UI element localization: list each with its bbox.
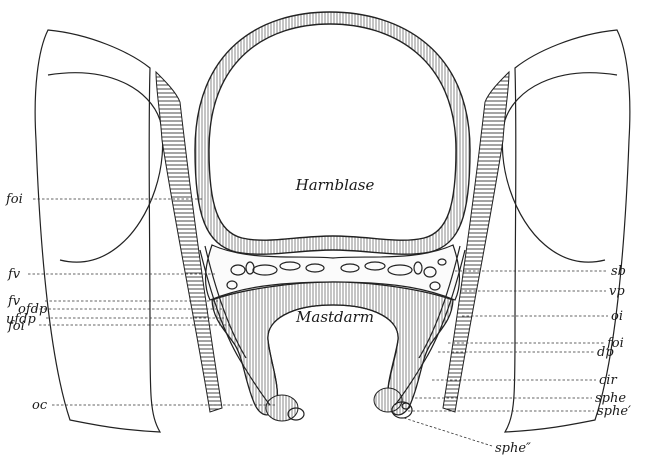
rectum [212, 282, 453, 415]
label-harnblase: Harnblase [295, 176, 375, 194]
label-sb: sb [611, 264, 626, 279]
label-dp: dp [597, 345, 614, 360]
label-oc: oc [32, 398, 48, 413]
label-foi-top: foi [5, 192, 23, 207]
left-sphincter [266, 395, 304, 421]
label-cir: cir [599, 373, 617, 388]
label-oi: oi [611, 309, 623, 324]
label-sphe-prime: sphe′ [597, 404, 631, 419]
label-vp: vp [609, 284, 625, 299]
bladder [195, 12, 470, 254]
label-mastdarm: Mastdarm [295, 308, 374, 326]
label-fv-top: fv [7, 267, 21, 282]
right-pelvic-bone [502, 30, 629, 432]
label-sphe-double-prime: sphe″ [495, 441, 531, 456]
left-pelvic-bone [35, 30, 162, 432]
label-foi-bottom: foi [7, 319, 25, 334]
